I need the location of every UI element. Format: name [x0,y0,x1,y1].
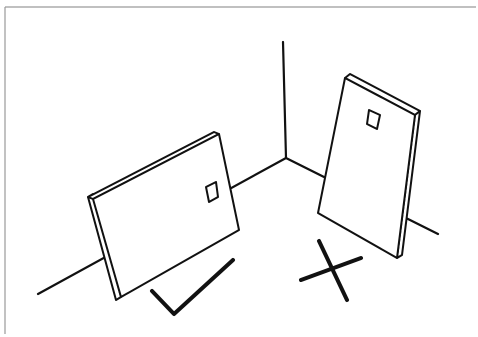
cross-mark-stroke-a [317,239,349,302]
frame [4,6,476,334]
panel-incorrect-face [317,77,416,259]
panel-incorrect-window [366,109,381,130]
panel-correct [87,131,240,301]
check-mark-stroke [150,258,235,316]
cross-mark-stroke-b [299,256,363,282]
check-icon [150,258,235,316]
panel-incorrect [317,73,421,259]
cross-icon [299,239,363,302]
panel-correct-window [205,181,219,203]
room-corner-vertical-edge [281,40,288,160]
panel-correct-face [92,133,240,298]
